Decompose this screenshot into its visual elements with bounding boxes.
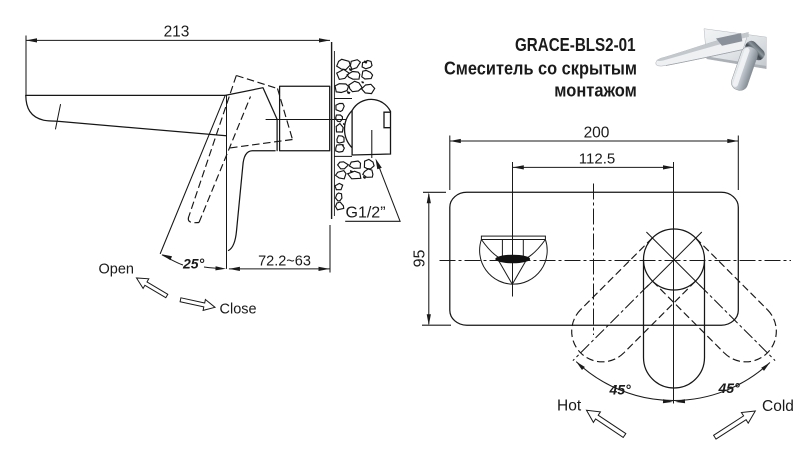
svg-text:213: 213 bbox=[164, 23, 190, 40]
svg-text:72.2~63: 72.2~63 bbox=[258, 254, 311, 270]
svg-text:25°: 25° bbox=[182, 256, 205, 272]
svg-text:монтажом: монтажом bbox=[554, 80, 637, 101]
svg-text:112.5: 112.5 bbox=[579, 150, 615, 167]
svg-text:45°: 45° bbox=[609, 382, 632, 398]
svg-text:Cold: Cold bbox=[762, 398, 794, 415]
svg-text:G1/2”: G1/2” bbox=[346, 205, 386, 222]
svg-text:GRACE-BLS2-01: GRACE-BLS2-01 bbox=[515, 34, 636, 55]
svg-text:45°: 45° bbox=[718, 380, 741, 396]
svg-text:Open: Open bbox=[99, 262, 134, 278]
svg-text:95: 95 bbox=[412, 250, 429, 268]
svg-text:Смеситель со скрытым: Смеситель со скрытым bbox=[444, 58, 637, 79]
svg-text:200: 200 bbox=[584, 124, 610, 141]
svg-text:Hot: Hot bbox=[557, 397, 582, 414]
svg-text:Close: Close bbox=[220, 302, 257, 318]
